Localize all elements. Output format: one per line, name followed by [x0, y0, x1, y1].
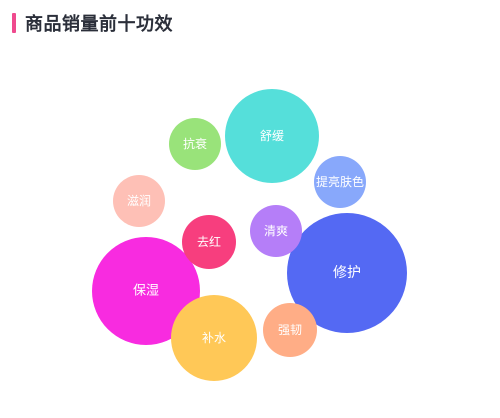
bubble-舒缓[interactable]: 舒缓	[225, 89, 319, 183]
bubble-舒缓-circle[interactable]	[225, 89, 319, 183]
bubble-强韧-label: 强韧	[278, 323, 302, 337]
chart-header: 商品销量前十功效	[12, 10, 173, 36]
title-accent-bar	[12, 13, 16, 33]
bubble-修护[interactable]: 修护	[287, 213, 407, 333]
bubble-滋润-label: 滋润	[127, 194, 151, 208]
bubble-抗衰[interactable]: 抗衰	[169, 118, 221, 170]
bubble-保湿[interactable]: 保湿	[92, 237, 200, 345]
bubble-提亮肤色-circle[interactable]	[314, 156, 366, 208]
bubble-补水[interactable]: 补水	[171, 295, 257, 381]
bubble-去红-label: 去红	[197, 234, 221, 249]
bubble-强韧-circle[interactable]	[263, 303, 317, 357]
bubble-去红-circle[interactable]	[182, 215, 236, 269]
bubble-修护-label: 修护	[333, 265, 361, 281]
bubble-抗衰-circle[interactable]	[169, 118, 221, 170]
bubble-保湿-circle[interactable]	[92, 237, 200, 345]
bubble-舒缓-label: 舒缓	[260, 129, 284, 143]
bubble-补水-label: 补水	[202, 331, 226, 345]
bubble-滋润[interactable]: 滋润	[113, 175, 165, 227]
bubble-修护-circle[interactable]	[287, 213, 407, 333]
bubble-补水-circle[interactable]	[171, 295, 257, 381]
bubble-提亮肤色-label: 提亮肤色	[316, 174, 364, 189]
bubble-抗衰-label: 抗衰	[183, 136, 207, 151]
bubble-强韧[interactable]: 强韧	[263, 303, 317, 357]
bubble-保湿-label: 保湿	[133, 284, 159, 299]
bubble-清爽-circle[interactable]	[250, 205, 302, 257]
bubble-滋润-circle[interactable]	[113, 175, 165, 227]
bubble-清爽[interactable]: 清爽	[250, 205, 302, 257]
chart-title: 商品销量前十功效	[25, 14, 173, 35]
bubble-去红[interactable]: 去红	[182, 215, 236, 269]
bubble-提亮肤色[interactable]: 提亮肤色	[314, 156, 366, 208]
bubble-清爽-label: 清爽	[264, 224, 288, 238]
